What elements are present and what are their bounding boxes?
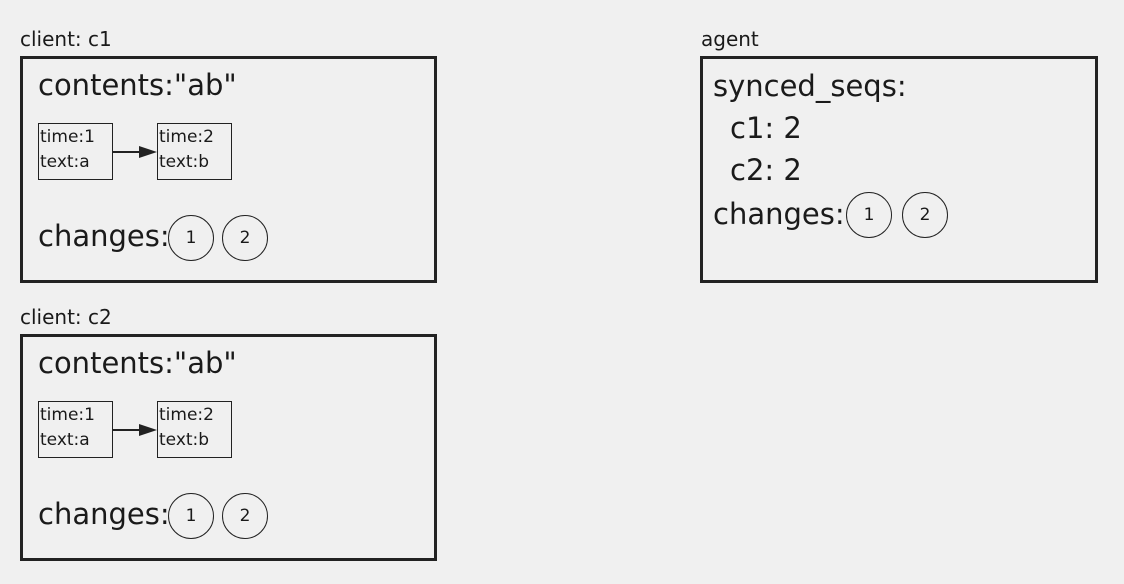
- agent-seq-c1: c1: 2: [730, 111, 802, 145]
- client-c2-title: client: c2: [20, 305, 112, 329]
- node-time: time:2: [159, 127, 214, 147]
- node-time: time:1: [40, 127, 95, 147]
- node-text: text:a: [40, 430, 90, 450]
- client-c1-link-arrow: [113, 146, 157, 158]
- client-c1-panel: contents:"ab" time:1 text:a time:2 text:…: [20, 56, 437, 283]
- client-c2-link-arrow: [113, 424, 157, 436]
- node-text: text:a: [40, 152, 90, 172]
- client-c1-node-1: time:1 text:a: [38, 123, 113, 180]
- client-c1-node-2: time:2 text:b: [157, 123, 232, 180]
- client-c2-changes-label: changes:: [38, 497, 170, 531]
- agent-title: agent: [701, 27, 759, 51]
- client-c1-changes-label: changes:: [38, 219, 170, 253]
- agent-seq-c2: c2: 2: [730, 153, 802, 187]
- client-c1-change-1: 1: [168, 215, 214, 261]
- node-text: text:b: [159, 430, 210, 450]
- agent-change-1: 1: [846, 192, 892, 238]
- client-c1-title: client: c1: [20, 27, 112, 51]
- client-c1-contents: contents:"ab": [38, 68, 237, 102]
- agent-panel: synced_seqs: c1: 2 c2: 2 changes: 1 2: [700, 56, 1098, 283]
- client-c2-node-1: time:1 text:a: [38, 401, 113, 458]
- client-c1-change-2: 2: [222, 215, 268, 261]
- node-time: time:1: [40, 405, 95, 425]
- client-c2-change-1: 1: [168, 493, 214, 539]
- client-c2-contents: contents:"ab": [38, 346, 237, 380]
- client-c2-change-2: 2: [222, 493, 268, 539]
- agent-synced-seqs-label: synced_seqs:: [713, 69, 907, 103]
- client-c2-panel: contents:"ab" time:1 text:a time:2 text:…: [20, 334, 437, 561]
- agent-changes-label: changes:: [713, 197, 845, 231]
- node-text: text:b: [159, 152, 210, 172]
- client-c2-node-2: time:2 text:b: [157, 401, 232, 458]
- agent-change-2: 2: [902, 192, 948, 238]
- node-time: time:2: [159, 405, 214, 425]
